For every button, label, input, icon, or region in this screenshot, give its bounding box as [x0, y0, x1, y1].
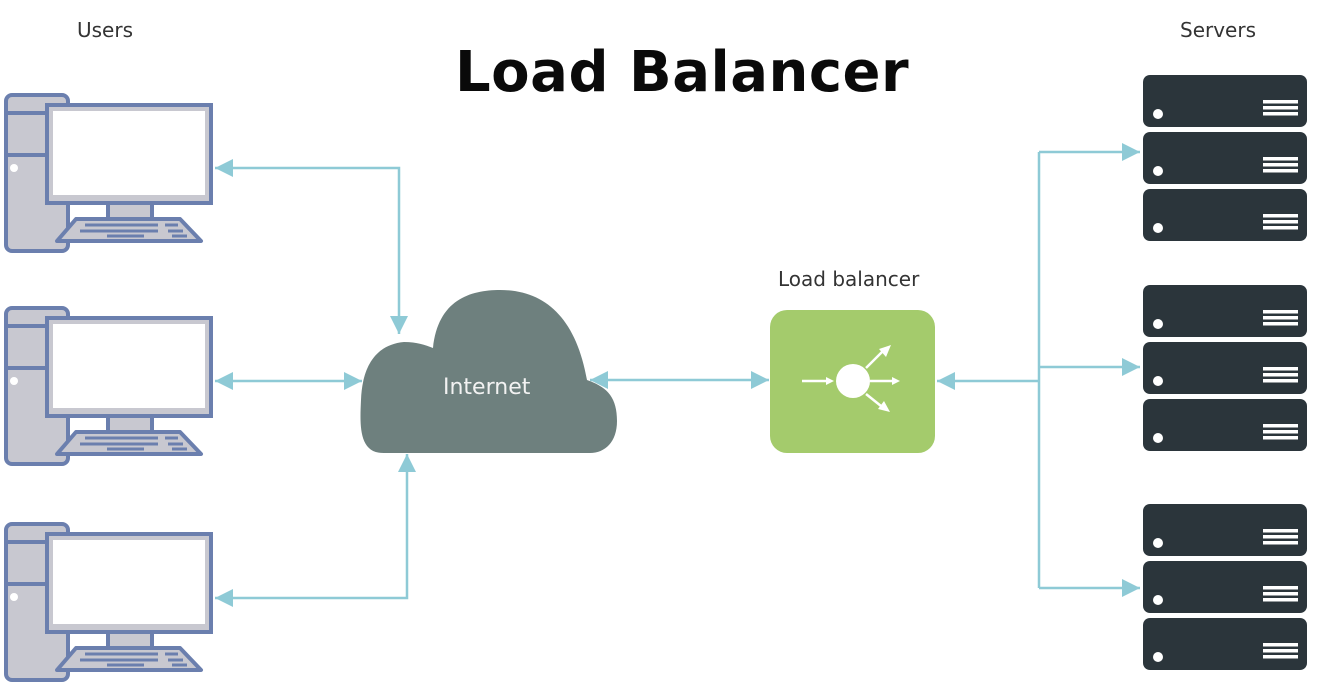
server-group-2 [1143, 285, 1307, 451]
server-group-1 [1143, 75, 1307, 241]
desktop-computer-icon [4, 93, 213, 253]
edge-user-3-internet [215, 454, 416, 607]
cloud-icon [360, 290, 617, 453]
connectors [215, 143, 1140, 607]
server-rack-icon [1143, 399, 1307, 451]
server-rack-icon [1143, 75, 1307, 127]
load-balancer-node [770, 310, 935, 453]
server-rack-icon [1143, 132, 1307, 184]
load-balancer-distribute-icon [802, 345, 900, 412]
users-label: Users [77, 18, 134, 42]
server-rack-icon [1143, 285, 1307, 337]
diagram-title: Load Balancer [455, 40, 910, 105]
server-rack-icon [1143, 618, 1307, 670]
servers-label: Servers [1180, 18, 1257, 42]
server-rack-icon [1143, 189, 1307, 241]
edge-user-1-internet [215, 159, 408, 334]
internet-label: Internet [443, 375, 531, 400]
server-rack-icon [1143, 342, 1307, 394]
desktop-computer-icon [4, 522, 213, 682]
desktop-computer-icon [4, 306, 213, 466]
server-group-3 [1143, 504, 1307, 670]
server-rack-icon [1143, 561, 1307, 613]
load-balancer-label: Load balancer [778, 267, 920, 291]
server-rack-icon [1143, 504, 1307, 556]
